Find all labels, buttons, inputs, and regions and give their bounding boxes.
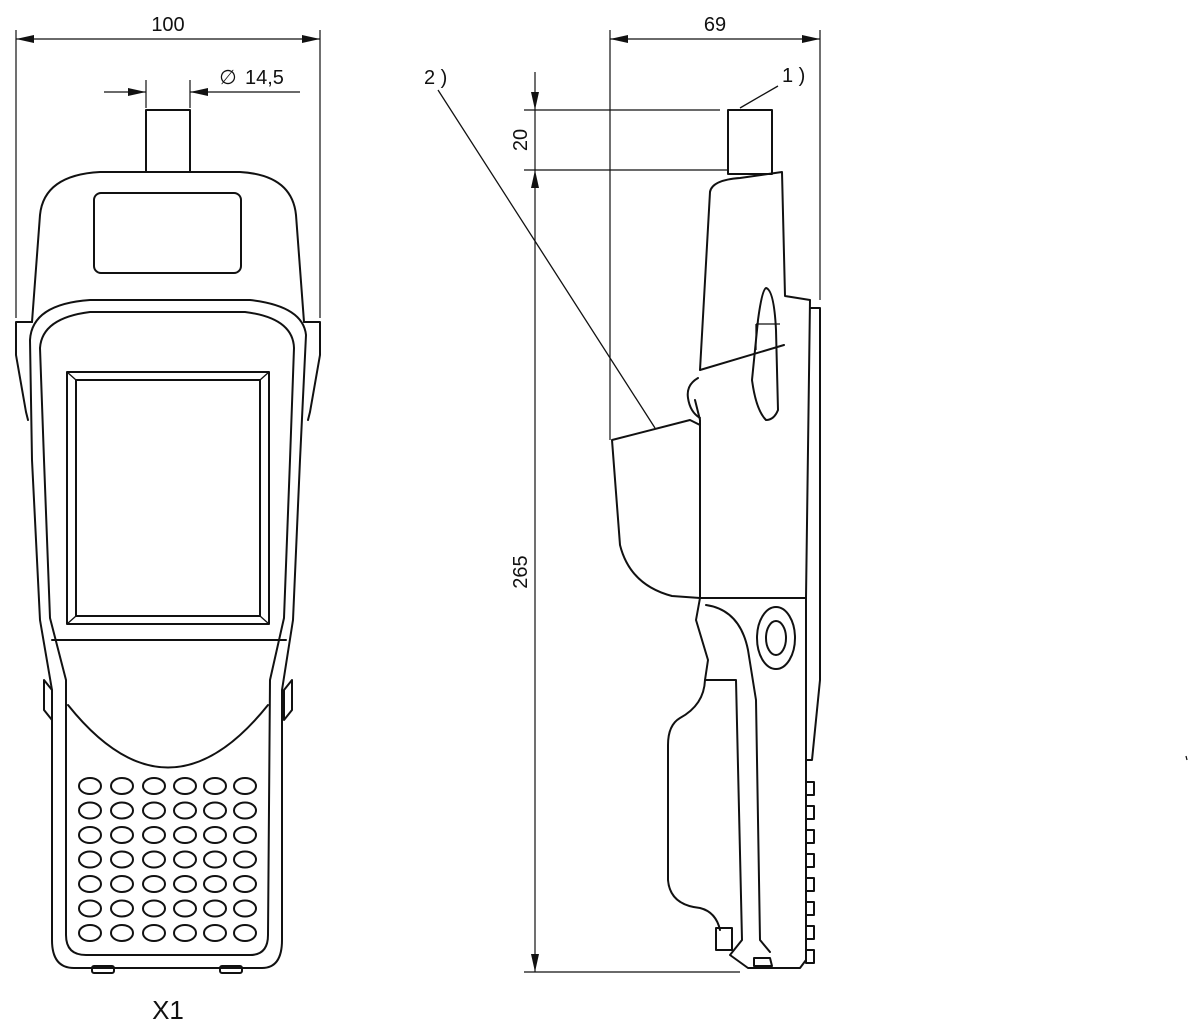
front-keypad: [78, 777, 257, 942]
keypad-key: [110, 899, 134, 918]
keypad-key: [78, 850, 102, 869]
front-left-grip: [43, 679, 53, 721]
keypad-key: [78, 801, 102, 820]
side-antenna: [727, 109, 773, 175]
front-left-foot: [91, 965, 115, 974]
side-back-strip: [805, 307, 821, 761]
keypad-key: [203, 801, 227, 820]
front-body-outline: [29, 299, 307, 969]
depth-dimension: 69: [609, 14, 821, 440]
keypad-key: [142, 875, 166, 893]
keypad-key: [233, 801, 257, 820]
keypad-key: [110, 850, 134, 869]
keypad-key: [203, 850, 227, 869]
keypad-key: [233, 826, 257, 844]
antenna-height-label: 20: [510, 129, 532, 151]
front-right-bumper: [303, 321, 321, 421]
diameter-dimension: ∅ 14,5: [104, 67, 300, 108]
callout-2: 2 ): [424, 67, 656, 429]
keypad-key: [203, 777, 227, 795]
keypad-key: [173, 850, 197, 869]
side-button: [805, 829, 815, 844]
keypad-key: [110, 777, 134, 795]
front-display: [66, 371, 270, 625]
keypad-key: [142, 826, 166, 844]
keypad-key: [173, 826, 197, 844]
keypad-key: [110, 801, 134, 820]
keypad-key: [173, 899, 197, 918]
keypad-key: [173, 875, 197, 893]
keypad-key: [78, 924, 102, 942]
side-head-wedge: [699, 344, 785, 371]
side-grip-curve: [667, 679, 721, 931]
keypad-key: [233, 899, 257, 918]
width-dimension: 100: [15, 14, 321, 318]
width-dimension-label: 100: [151, 14, 184, 36]
side-view: 69 20 265 1 ) 2 ): [424, 14, 821, 973]
side-mount-ring: [756, 606, 796, 670]
callout-1: 1 ): [739, 65, 805, 109]
side-grip-block: [611, 419, 701, 599]
keypad-key: [142, 899, 166, 918]
diameter-symbol: ∅: [219, 67, 236, 89]
keypad-key: [78, 777, 102, 795]
side-button: [805, 949, 815, 964]
side-button: [805, 853, 815, 868]
keypad-key: [203, 826, 227, 844]
keypad-key: [142, 777, 166, 795]
keypad-key: [203, 875, 227, 893]
keypad-key: [233, 777, 257, 795]
side-button: [805, 901, 815, 916]
side-bottom-tab: [715, 927, 733, 951]
keypad-key: [142, 850, 166, 869]
side-button: [805, 781, 815, 796]
keypad-key: [173, 924, 197, 942]
keypad-key: [142, 801, 166, 820]
side-lower-body: [695, 597, 807, 969]
side-button: [805, 877, 815, 892]
keypad-key: [78, 826, 102, 844]
height-dimensions: 20 265: [510, 72, 740, 973]
side-bottom-foot: [753, 957, 773, 967]
side-stylus: [751, 287, 780, 421]
stray-mark: [1185, 755, 1188, 761]
keypad-key: [173, 777, 197, 795]
front-left-bumper: [15, 321, 33, 421]
front-antenna: [145, 109, 191, 173]
keypad-key: [110, 875, 134, 893]
side-clip: [686, 377, 701, 419]
side-button: [805, 925, 815, 940]
front-view: 100 ∅ 14,5: [15, 14, 321, 1025]
keypad-key: [203, 899, 227, 918]
front-body-bezel: [39, 311, 295, 956]
keypad-key: [110, 826, 134, 844]
side-buttons: [805, 781, 815, 964]
callout-2-label: 2 ): [424, 67, 447, 89]
keypad-key: [233, 875, 257, 893]
side-lower-inner: [705, 604, 771, 953]
side-head-front: [699, 191, 711, 371]
side-button: [805, 805, 815, 820]
view-label-x1: X1: [152, 995, 184, 1025]
keypad-key: [110, 924, 134, 942]
front-right-grip: [283, 679, 293, 721]
front-right-foot: [219, 965, 243, 974]
diameter-dimension-label: 14,5: [245, 67, 284, 89]
side-head: [694, 171, 811, 599]
front-keypad-arc: [67, 704, 269, 769]
front-top-window: [93, 192, 242, 274]
keypad-key: [233, 850, 257, 869]
keypad-key: [173, 801, 197, 820]
keypad-key: [203, 924, 227, 942]
front-head-housing: [31, 171, 305, 323]
depth-dimension-label: 69: [704, 14, 726, 36]
body-height-label: 265: [510, 555, 532, 588]
keypad-key: [233, 924, 257, 942]
callout-1-label: 1 ): [782, 65, 805, 87]
keypad-key: [78, 875, 102, 893]
keypad-key: [78, 899, 102, 918]
keypad-key: [142, 924, 166, 942]
